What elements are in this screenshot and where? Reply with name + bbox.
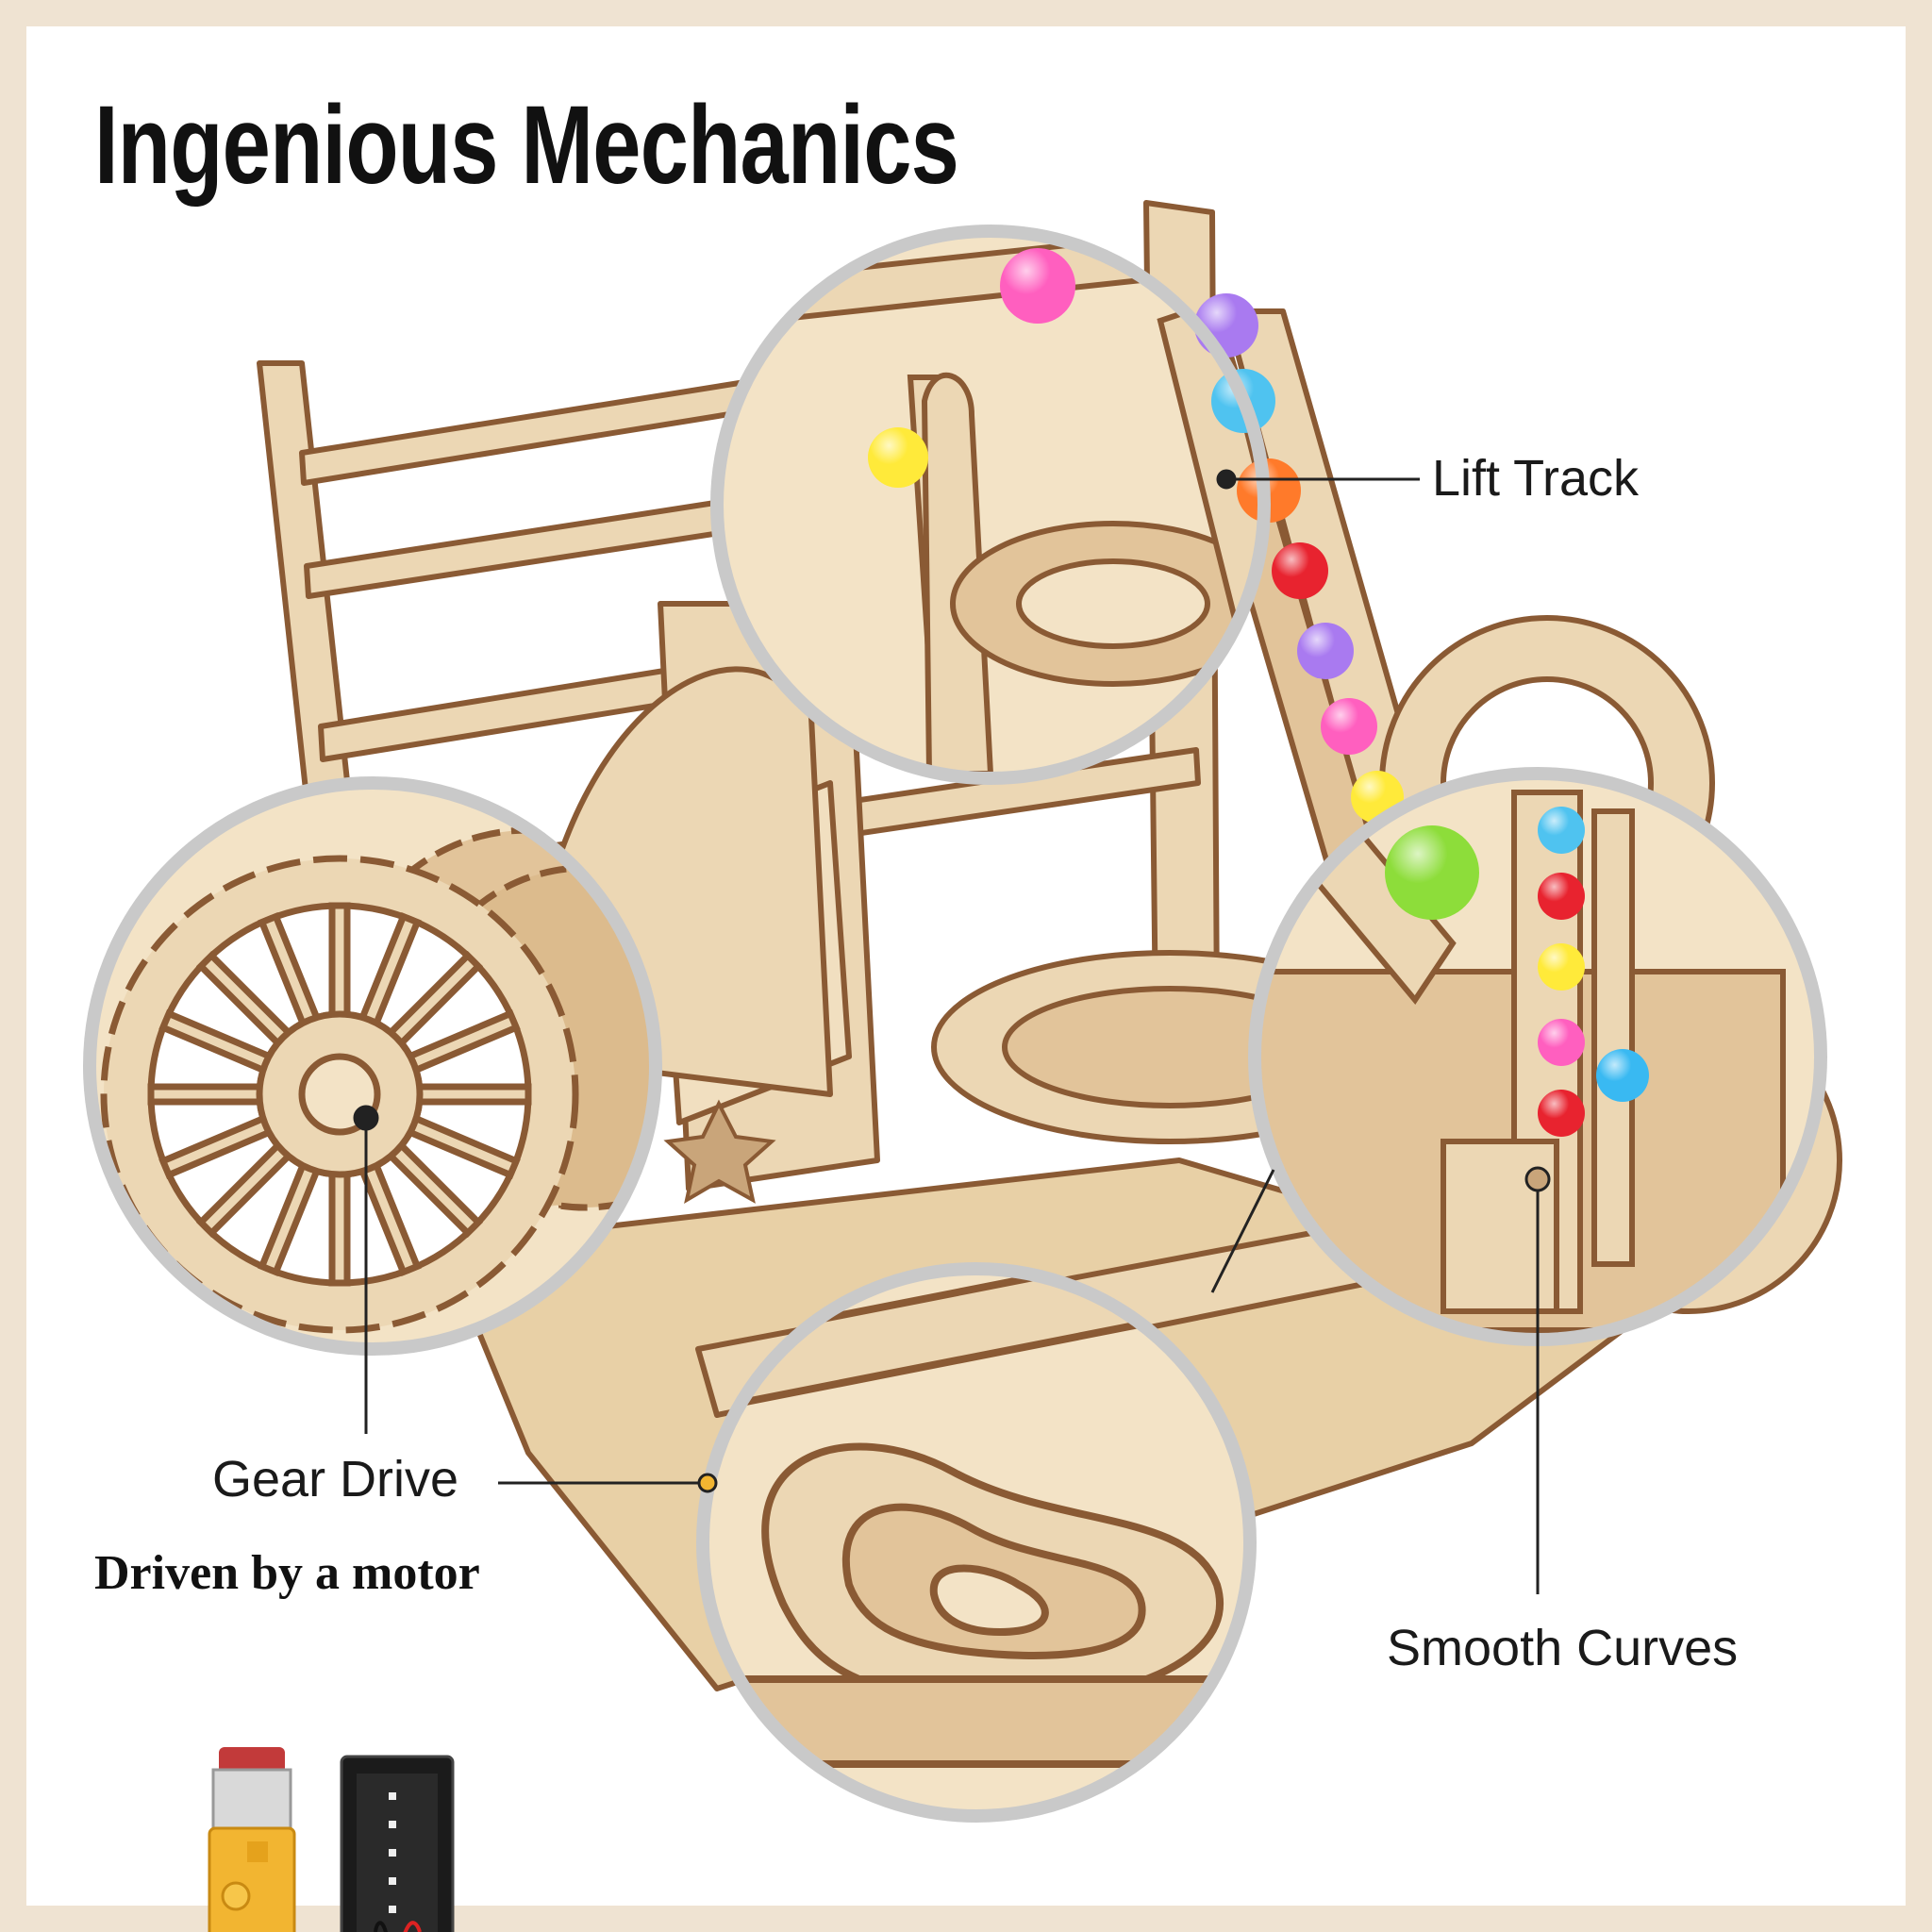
callout-lift-track: Lift Track <box>1432 450 1640 507</box>
zoom-circle-bottom <box>696 1262 1257 1823</box>
zoom-circle-top <box>710 225 1301 785</box>
callout-smooth-curves: Smooth Curves <box>1387 1620 1739 1676</box>
lift-balls <box>1272 542 1404 824</box>
page-title: Ingenious Mechanics <box>94 83 959 208</box>
motor-icon <box>208 1747 296 1932</box>
motor-caption: Driven by a motor <box>94 1546 480 1600</box>
star-cutout <box>663 1099 776 1205</box>
battery-box-icon <box>340 1755 455 1932</box>
callout-gear-drive: Gear Drive <box>212 1451 459 1507</box>
leader-lines <box>353 469 1551 1594</box>
zoom-circle-left <box>83 776 662 1356</box>
